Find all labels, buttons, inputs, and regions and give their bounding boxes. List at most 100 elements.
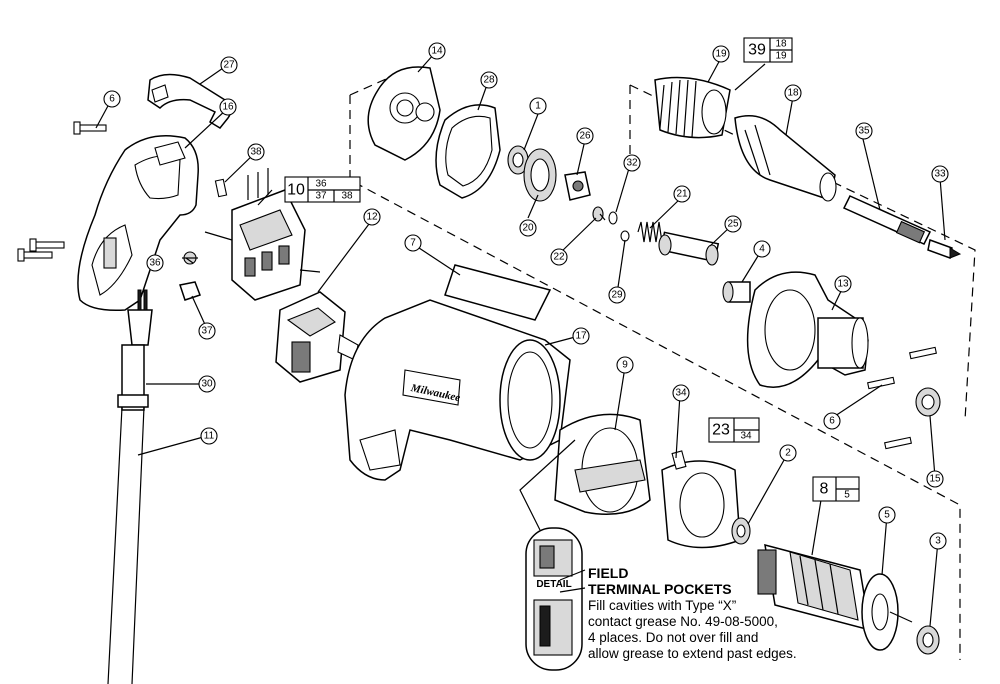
callout-27: 27 [220, 56, 238, 74]
kit-box-10: 10 36 37 38 [284, 176, 361, 203]
callout-6-left: 6 [103, 90, 121, 108]
note-line-1: Fill cavities with Type “X” [588, 598, 736, 613]
bushing-15-part [915, 387, 941, 417]
callout-3: 3 [929, 532, 947, 550]
gear-case-part [746, 271, 869, 388]
svg-text:25: 25 [727, 219, 739, 230]
callout-28: 28 [480, 71, 498, 89]
callout-20: 20 [519, 219, 537, 237]
callout-34: 34 [672, 384, 690, 402]
svg-text:5: 5 [844, 490, 850, 501]
callout-6-right: 6 [823, 412, 841, 430]
svg-text:10: 10 [287, 182, 305, 199]
callout-markers: 1 2 3 4 5 6 6 7 9 11 12 13 14 15 16 17 1… [103, 42, 949, 550]
callout-13: 13 [834, 275, 852, 293]
handle-housing-part [77, 135, 199, 312]
svg-text:19: 19 [715, 49, 727, 60]
callout-32: 32 [623, 154, 641, 172]
svg-text:22: 22 [553, 252, 565, 263]
kit-box-39: 39 18 19 [743, 37, 793, 63]
kit-box-8: 8 5 [812, 476, 860, 502]
spindle-part [658, 231, 720, 266]
svg-text:1: 1 [535, 101, 541, 112]
callout-21: 21 [673, 185, 691, 203]
depth-locator-part [654, 76, 731, 139]
note-heading-2: TERMINAL POCKETS [588, 581, 732, 597]
svg-text:27: 27 [223, 60, 235, 71]
svg-text:19: 19 [775, 51, 787, 62]
svg-text:6: 6 [829, 416, 835, 427]
svg-text:7: 7 [410, 238, 416, 249]
callout-33: 33 [931, 165, 949, 183]
svg-text:6: 6 [109, 94, 115, 105]
svg-text:8: 8 [820, 481, 829, 498]
callout-14: 14 [428, 42, 446, 60]
callout-17: 17 [572, 327, 590, 345]
cord-part [107, 289, 153, 684]
terminal-pocket-detail: DETAIL [519, 439, 586, 671]
svg-text:12: 12 [366, 212, 378, 223]
fan-part [861, 573, 913, 651]
callout-12: 12 [363, 208, 381, 226]
small-parts [179, 178, 228, 301]
gear-part [523, 148, 557, 202]
svg-text:30: 30 [201, 379, 213, 390]
svg-text:26: 26 [579, 131, 591, 142]
note-line-4: allow grease to extend past edges. [588, 646, 797, 661]
callout-7: 7 [404, 234, 422, 252]
svg-text:38: 38 [250, 147, 262, 158]
svg-text:15: 15 [929, 474, 941, 485]
bearing-3-part [916, 625, 940, 655]
grease-note: FIELD TERMINAL POCKETS Fill cavities wit… [588, 565, 797, 661]
svg-text:34: 34 [740, 431, 752, 442]
callout-1: 1 [529, 97, 547, 115]
trigger-switch-part [275, 291, 359, 383]
armature-part [757, 543, 871, 632]
callout-36: 36 [146, 254, 164, 272]
nameplate-part [444, 264, 552, 321]
motor-housing-part: Milwaukee [344, 299, 571, 481]
note-line-3: 4 places. Do not over fill and [588, 630, 758, 645]
svg-text:23: 23 [712, 422, 730, 439]
svg-text:13: 13 [837, 279, 849, 290]
callout-22: 22 [550, 248, 568, 266]
svg-text:38: 38 [341, 191, 353, 202]
bearing-1-part [507, 145, 529, 175]
callout-26: 26 [576, 127, 594, 145]
callout-18: 18 [784, 84, 802, 102]
svg-text:14: 14 [431, 46, 443, 57]
brush-holder-part [661, 460, 741, 549]
handle-screws-part [17, 121, 107, 262]
detail-label: DETAIL [536, 579, 571, 590]
callout-11: 11 [200, 427, 218, 445]
svg-text:3: 3 [935, 536, 941, 547]
callout-29: 29 [608, 286, 626, 304]
callout-30: 30 [198, 375, 216, 393]
clutch-part [564, 171, 591, 201]
lock-button-part [147, 73, 232, 129]
callout-9: 9 [616, 356, 634, 374]
bushing-part [722, 281, 751, 303]
callout-15: 15 [926, 470, 944, 488]
svg-text:29: 29 [611, 290, 623, 301]
svg-text:37: 37 [315, 191, 327, 202]
note-heading-1: FIELD [588, 565, 628, 581]
callout-16: 16 [219, 98, 237, 116]
gear-plate-part [367, 66, 441, 161]
spring-part [637, 221, 666, 243]
callout-25: 25 [724, 215, 742, 233]
nose-cone-part [734, 115, 837, 202]
svg-text:9: 9 [622, 360, 628, 371]
svg-text:34: 34 [675, 388, 687, 399]
svg-text:18: 18 [775, 39, 787, 50]
svg-text:39: 39 [748, 42, 766, 59]
svg-text:36: 36 [315, 179, 327, 190]
bit-holder-part [842, 195, 932, 245]
bearing-2-part [731, 517, 751, 545]
switch-assembly-part [204, 168, 321, 301]
svg-text:28: 28 [483, 75, 495, 86]
svg-text:16: 16 [222, 102, 234, 113]
svg-text:18: 18 [787, 88, 799, 99]
svg-text:17: 17 [575, 331, 587, 342]
svg-text:33: 33 [934, 169, 946, 180]
